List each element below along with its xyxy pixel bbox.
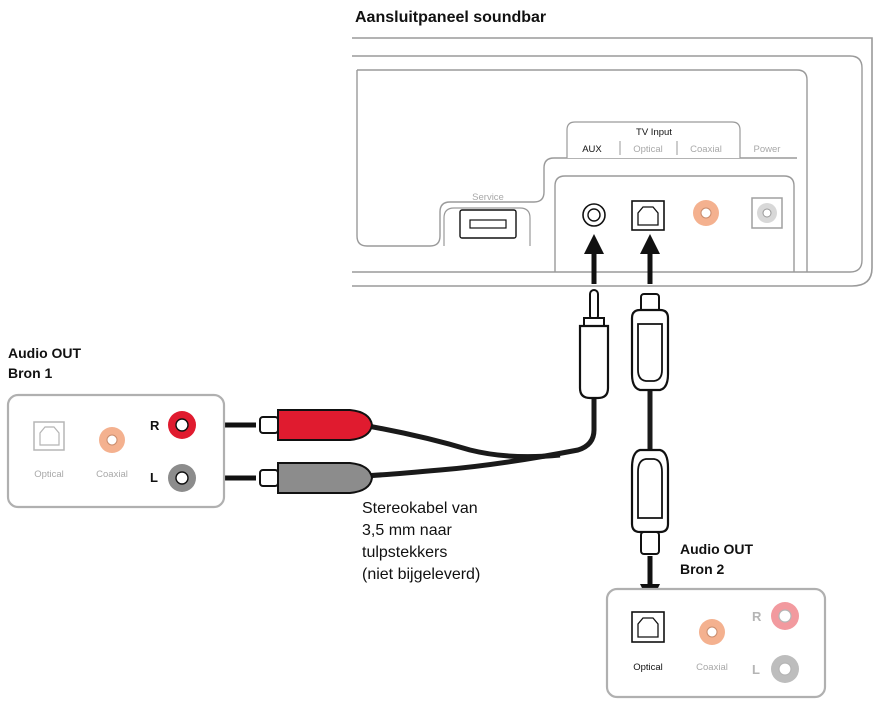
- source2-optical-label: Optical: [633, 662, 663, 673]
- soundbar-power-label: Power: [754, 144, 781, 155]
- source1-r-jack: [168, 411, 196, 439]
- soundbar-service-label: Service: [472, 192, 504, 203]
- source2-title-line1: Audio OUT: [680, 541, 754, 557]
- source1-l-label: L: [150, 470, 158, 485]
- soundbar-coaxial-label: Coaxial: [690, 144, 722, 155]
- soundbar-title: Aansluitpaneel soundbar: [355, 9, 546, 26]
- cable-note-line1: Stereokabel van: [362, 500, 478, 517]
- source2-coaxial-jack: [699, 619, 725, 645]
- source1-coaxial-label: Coaxial: [96, 469, 128, 480]
- source2-r-jack: [771, 602, 799, 630]
- optical-plug-top: [630, 293, 670, 392]
- soundbar-aux-label: AUX: [582, 144, 602, 155]
- soundbar-optical-jack: [631, 200, 665, 231]
- source2-coaxial-label: Coaxial: [696, 662, 728, 673]
- service-port: [459, 209, 517, 239]
- source1-r-label: R: [150, 418, 160, 433]
- soundbar-optical-label: Optical: [633, 144, 663, 155]
- soundbar-aux-jack: [582, 203, 606, 227]
- source2-l-jack: [771, 655, 799, 683]
- cable-note-line4: (niet bijgeleverd): [362, 566, 480, 583]
- source2-optical-jack: [631, 611, 665, 643]
- source1-title-line1: Audio OUT: [8, 345, 82, 361]
- source1-coaxial-jack: [99, 427, 125, 453]
- soundbar-power-jack: [751, 197, 783, 229]
- stereo-cable: [361, 384, 597, 479]
- cable-note-line3: tulpstekkers: [362, 544, 447, 561]
- rca-red-plug: [259, 409, 374, 441]
- cable-note-line2: 3,5 mm naar: [362, 522, 452, 539]
- source1-title-line2: Bron 1: [8, 365, 53, 381]
- mini-jack-plug: [578, 289, 610, 400]
- soundbar-panel: [352, 37, 873, 287]
- source2-l-label: L: [752, 662, 760, 677]
- source2-title-line2: Bron 2: [680, 561, 725, 577]
- rca-grey-plug: [259, 462, 374, 494]
- soundbar-coaxial-jack: [693, 200, 719, 226]
- tv-input-label: TV Input: [636, 127, 672, 138]
- source2-r-label: R: [752, 609, 762, 624]
- source1-optical-label: Optical: [34, 469, 64, 480]
- source1-l-jack: [168, 464, 196, 492]
- optical-plug-bottom: [630, 448, 670, 555]
- source1-optical-jack: [33, 421, 65, 451]
